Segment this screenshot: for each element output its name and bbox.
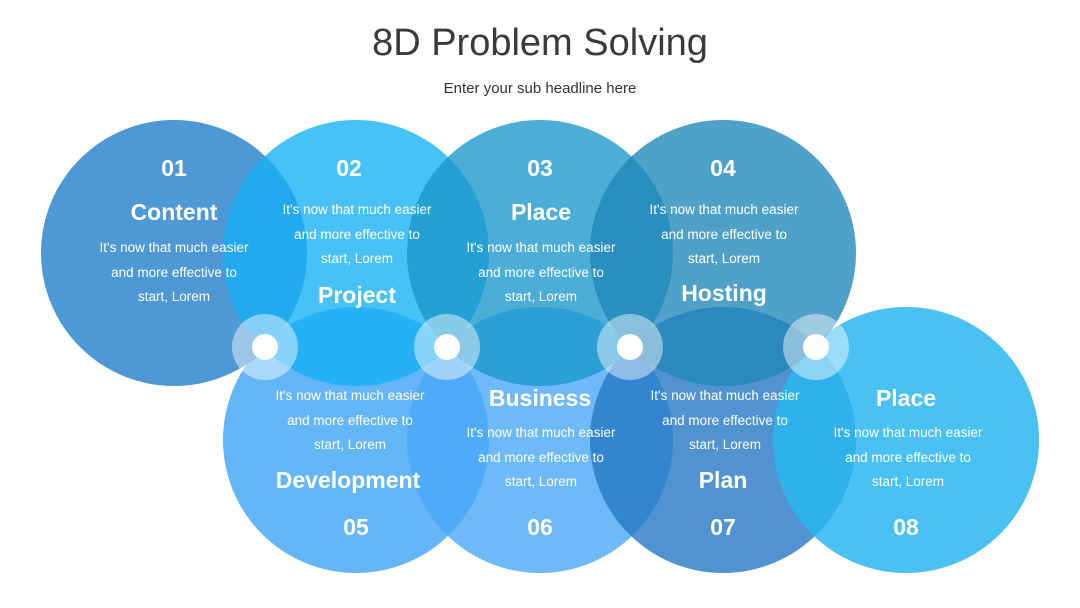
step-03-number: 03 [527,155,553,181]
step-01-number: 01 [161,155,187,181]
circle-04 [590,120,856,386]
circle-01 [41,120,307,386]
step-06-label: Business [488,385,592,411]
step-08-number: 08 [893,514,919,540]
circle-02 [223,120,489,386]
circle-07 [590,307,856,573]
page-subtitle: Enter your sub headline here [443,80,637,97]
step-05-label: Development [275,467,421,493]
step-06-description: It's now that much easier and more effec… [466,425,616,489]
step-03-description: It's now that much easier and more effec… [466,240,616,304]
step-02-label: Project [318,282,396,308]
connector-node-1 [232,314,298,380]
step-07-description: It's now that much easier and more effec… [650,388,800,452]
step-05-number: 05 [343,514,369,540]
circle-03 [407,120,673,386]
step-06-number: 06 [527,514,553,540]
step-07-label: Plan [698,467,748,493]
step-01-description: It's now that much easier and more effec… [99,240,249,304]
circle-05 [223,307,489,573]
step-01-label: Content [130,199,218,225]
step-04-number: 04 [710,155,736,181]
step-08-description: It's now that much easier and more effec… [833,425,983,489]
circle-08 [773,307,1039,573]
step-04-description: It's now that much easier and more effec… [649,202,799,266]
step-05-description: It's now that much easier and more effec… [275,388,425,452]
circle-06 [407,307,673,573]
connector-node-3 [597,314,663,380]
step-04-label: Hosting [681,280,767,306]
step-03-label: Place [510,199,572,225]
step-08-label: Place [875,385,937,411]
page-title: 8D Problem Solving [372,22,708,64]
step-02-number: 02 [336,155,362,181]
connector-node-4 [783,314,849,380]
connector-node-2 [414,314,480,380]
step-07-number: 07 [710,514,736,540]
step-02-description: It's now that much easier and more effec… [282,202,432,266]
